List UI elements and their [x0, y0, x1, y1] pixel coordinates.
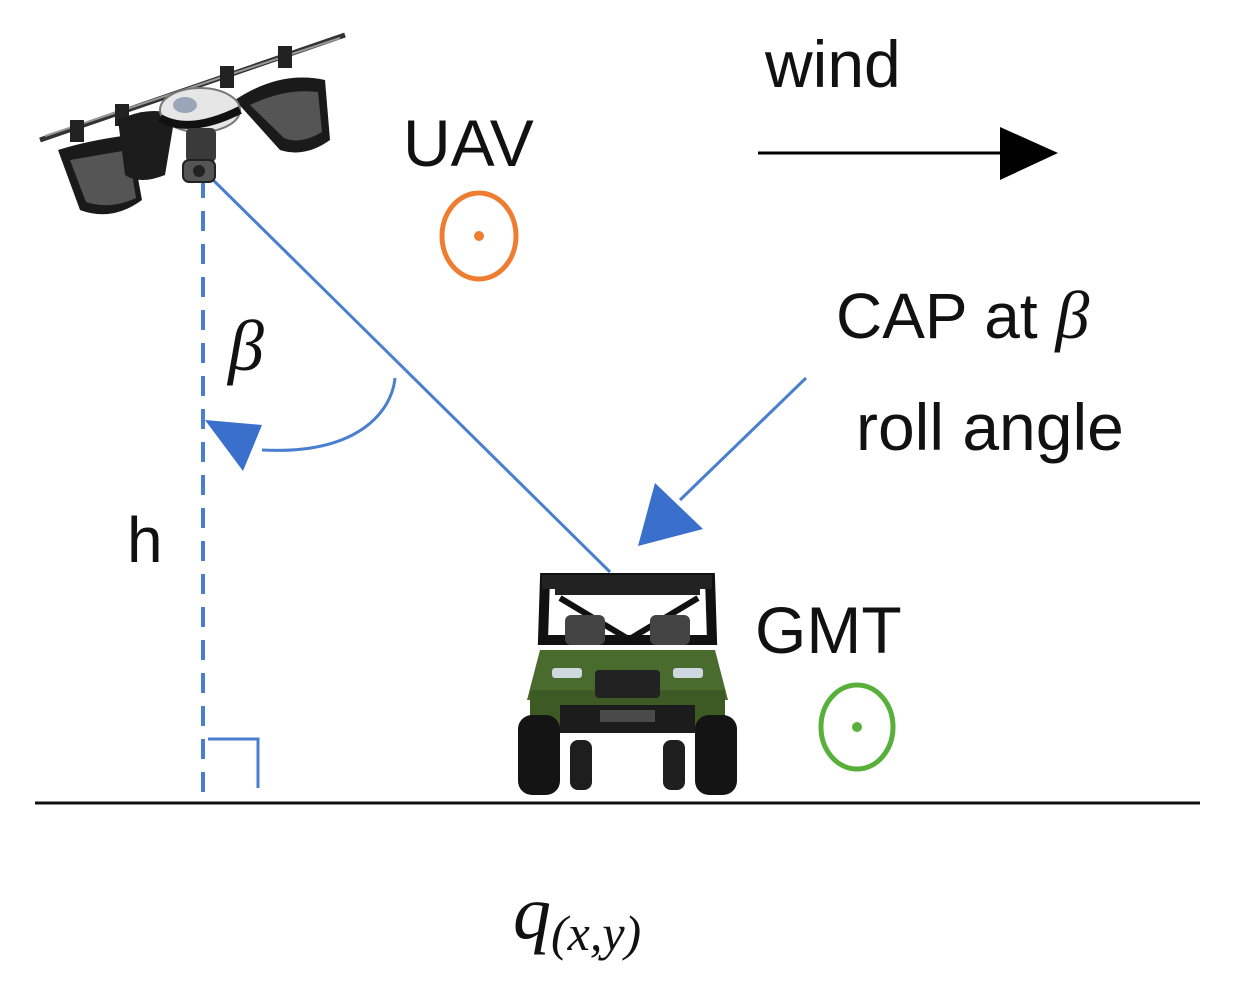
- out-of-page-marker-icon: [439, 190, 519, 282]
- height-label: h: [127, 504, 163, 576]
- beta-angle-arc: [205, 377, 397, 471]
- gmt-label: GMT: [755, 593, 902, 667]
- beta-label: β: [226, 306, 264, 386]
- uav-marker: [439, 190, 519, 282]
- wind-arrow-icon: [758, 127, 1058, 180]
- out-of-page-marker-icon: [818, 682, 896, 772]
- utility-vehicle-icon: [518, 573, 737, 795]
- drone-icon: [39, 32, 346, 215]
- cap-label-line1: CAP at β: [836, 277, 1089, 353]
- cap-pointer-arrow: [638, 376, 808, 546]
- cap-label-line2: roll angle: [856, 390, 1124, 464]
- wind-label: wind: [764, 27, 901, 101]
- line-of-sight: [201, 168, 612, 574]
- uav-label: UAV: [403, 106, 534, 180]
- gmt-marker: [818, 682, 896, 772]
- ground-position-label: q(x,y): [513, 871, 641, 961]
- right-angle-icon: [208, 737, 260, 788]
